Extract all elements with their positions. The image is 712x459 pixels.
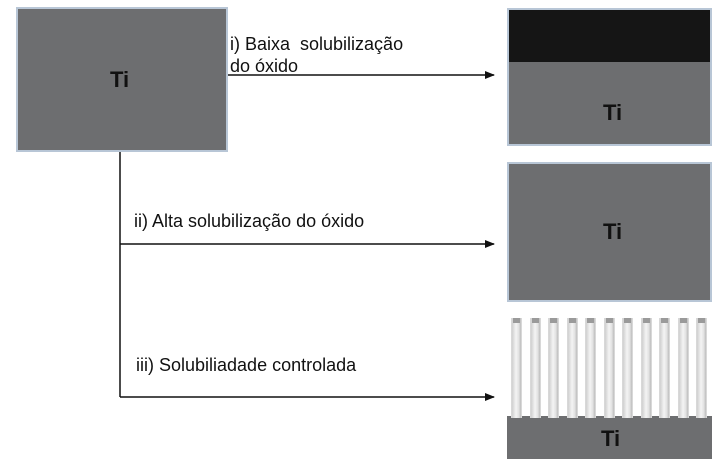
nanotube: [659, 318, 670, 418]
source-ti-label: Ti: [110, 67, 130, 92]
caption-ii: ii) Alta solubilização do óxido: [134, 211, 365, 231]
nanotube: [640, 318, 652, 418]
result-i-block: Ti: [507, 8, 712, 146]
nanotube-opening: [679, 318, 687, 323]
nanotube-opening: [642, 318, 650, 323]
result-i-ti-label: Ti: [603, 100, 623, 125]
nanotube: [548, 318, 559, 418]
nanotube: [603, 318, 615, 418]
nanotube-array: [507, 318, 712, 418]
caption-i: i) Baixa solubilização do óxido: [230, 33, 403, 77]
nanotube: [529, 318, 541, 418]
nanotube: [566, 318, 578, 418]
nanotube: [696, 318, 707, 418]
ti-base: [507, 416, 712, 459]
nanotube-opening: [661, 318, 668, 323]
nanotube-opening: [624, 318, 631, 323]
nanotube-opening: [698, 318, 705, 323]
result-iii-ti-label: Ti: [601, 426, 621, 451]
nanotube-opening: [568, 318, 576, 323]
nanotube-opening: [531, 318, 539, 323]
result-iii-block: Ti: [507, 318, 712, 459]
nanotube-opening: [550, 318, 557, 323]
nanotube-opening: [513, 318, 520, 323]
oxide-layer: [509, 10, 710, 62]
caption-i-line1: i) Baixa solubilização: [230, 34, 404, 54]
nanotube: [511, 318, 522, 418]
source-ti-block: Ti: [16, 7, 228, 152]
caption-iii: iii) Solubiliadade controlada: [136, 355, 357, 375]
nanotube: [622, 318, 633, 418]
result-ii-block: Ti: [507, 162, 712, 302]
nanotube: [677, 318, 689, 418]
result-ii-ti-label: Ti: [603, 219, 623, 244]
nanotube-opening: [605, 318, 613, 323]
nanotube-opening: [587, 318, 594, 323]
caption-i-line2: do óxido: [230, 56, 299, 76]
nanotube: [585, 318, 596, 418]
